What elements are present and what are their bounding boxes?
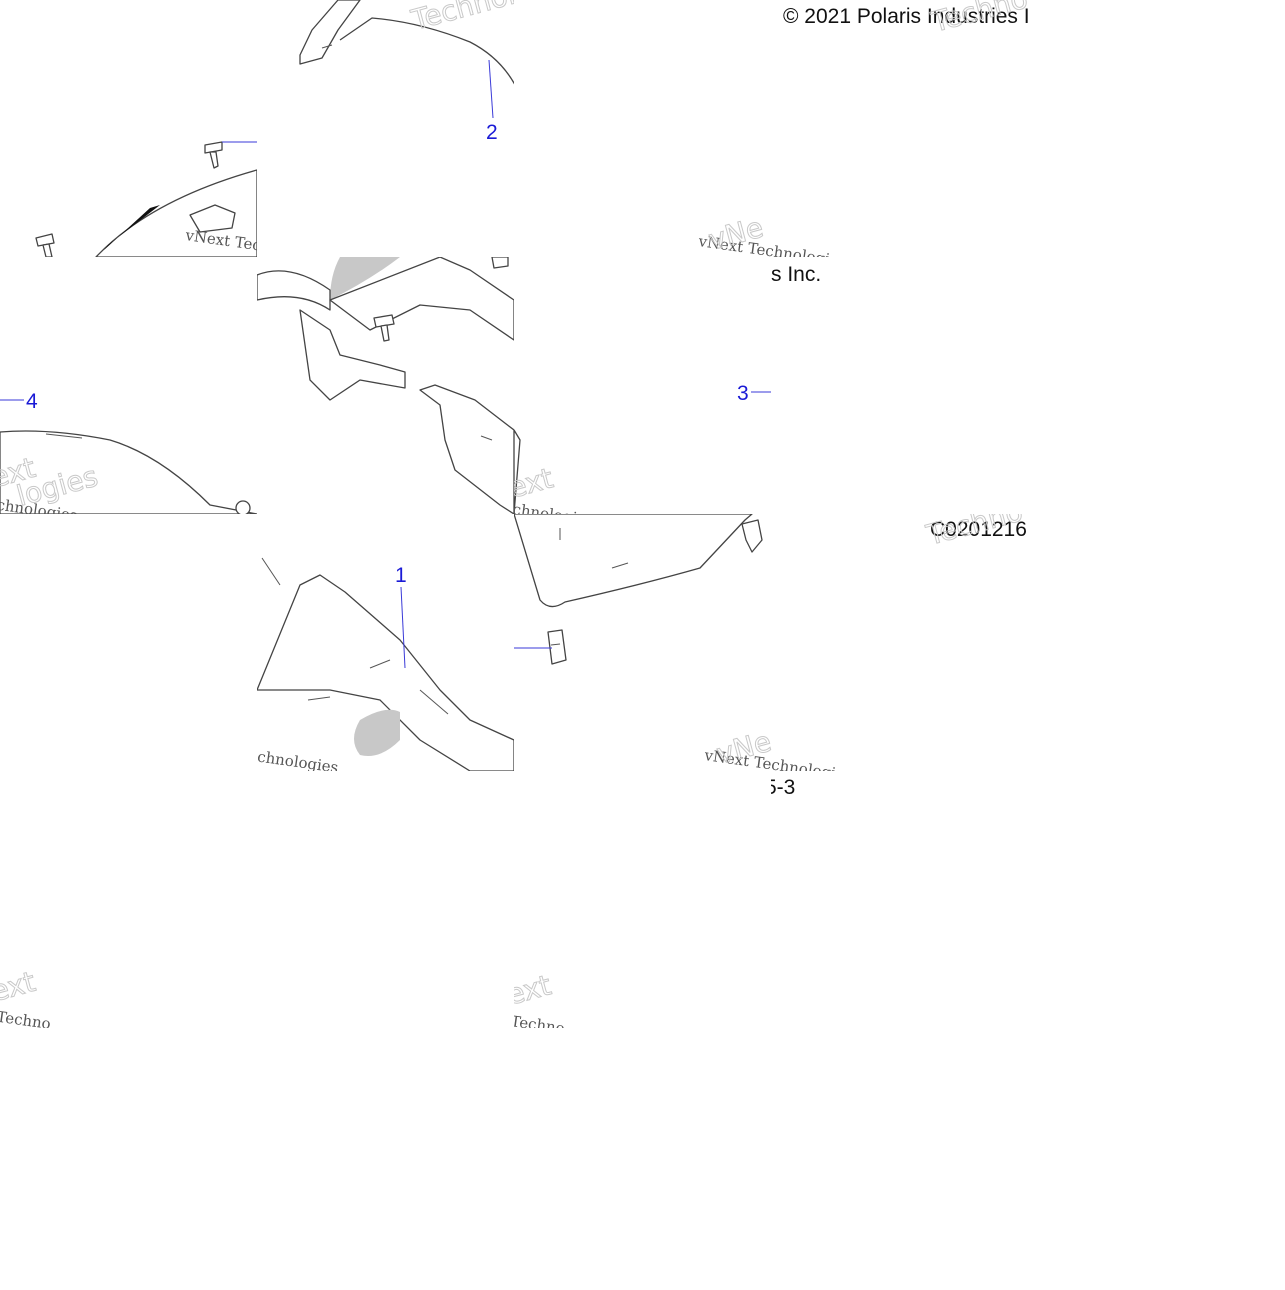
tile-row3-middle [257, 257, 514, 514]
watermark-big: ext [503, 968, 554, 1011]
rear-panel [257, 574, 514, 771]
push-rivet [547, 629, 567, 665]
screw-fastener [204, 141, 223, 169]
rear-rack-panel [0, 430, 257, 514]
copyright-text: © 2021 Polaris Industries Inc. [783, 5, 1058, 28]
bracket-part [299, 0, 361, 65]
watermark-text: vNext Technologies [183, 226, 334, 265]
watermark-big: ext [0, 965, 39, 1008]
callout-1: 1 [395, 564, 407, 587]
tile-top-right: © 2021 Polaris Industries Inc. Techno [783, 0, 1058, 40]
watermark-big: Techno [922, 495, 1026, 552]
tile-top-middle: 2 Technol [299, 0, 518, 144]
shaded-recess [354, 709, 400, 756]
callout-4: 4 [26, 390, 38, 413]
push-rivet [741, 519, 763, 553]
watermark-big: Technol [407, 0, 518, 37]
tile-row4-right: C0201216 Techno vNext Technologies vNe [514, 495, 1027, 771]
copyright-fragment: s Inc. [771, 263, 821, 286]
drawing-code: C0201216 [930, 518, 1027, 541]
splash-guard [419, 384, 514, 514]
callout-3: 3 [737, 382, 749, 405]
watermark-text: Techno [0, 1008, 52, 1033]
callout-2-leader [488, 59, 494, 119]
rear-fender-body [257, 270, 331, 311]
page-reference: 5-3 [765, 776, 795, 799]
tile-row3-right: s Inc. 3 ext chnologie [514, 263, 821, 514]
screw-fastener [235, 500, 251, 514]
screw-fastener [35, 233, 55, 257]
tile-row2-right: vNext Technologies vNe [696, 210, 847, 257]
callout-2: 2 [486, 121, 498, 144]
screw-fastener [491, 257, 509, 269]
mud-flap-bracket [299, 309, 406, 401]
screw-fastener [373, 314, 395, 342]
splash-guard-bottom [514, 514, 753, 608]
tile-row5-middle: ext Techno [503, 968, 566, 1037]
tile-page-ref: 5-3 [765, 776, 795, 799]
tile-row5-left: ext Techno [0, 964, 52, 1033]
fender-latch [189, 204, 236, 233]
watermark-text: vNext Technologies [188, 738, 339, 777]
watermark-big: vNe [198, 711, 259, 757]
splash-guard-lower [514, 429, 521, 514]
watermark-text: Techno [509, 1012, 565, 1037]
tile-row2-left: vNext Technologies [35, 141, 334, 265]
callout-1-leader [400, 586, 406, 669]
rear-fender-outline [339, 17, 514, 94]
fender-panel [95, 169, 257, 257]
tile-row4-left: 1 vNext Technologies vNe [188, 557, 514, 777]
tile-row3-left: 4 ext logies chnologies [0, 390, 257, 514]
